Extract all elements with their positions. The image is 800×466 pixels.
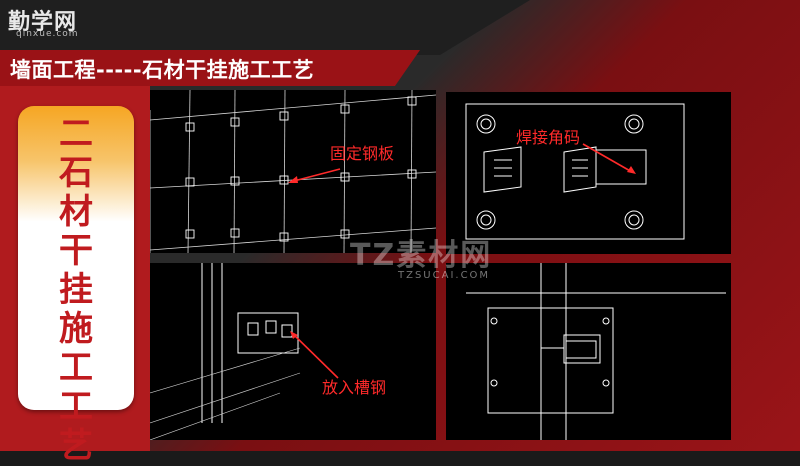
cad-drawing-brackets: [465, 103, 685, 240]
watermark-url: TZSUCAI.COM: [398, 270, 491, 281]
title-bar: [0, 50, 420, 86]
section-char: 干: [59, 231, 93, 271]
cad-panel-section-detail: [446, 263, 731, 440]
section-char: 二: [59, 114, 93, 154]
site-logo-url: qinxue.com: [16, 29, 79, 39]
header-dark-band: [0, 0, 800, 451]
slide-title: 墙面工程-----石材干挂施工工艺: [10, 58, 315, 82]
section-char: 挂: [59, 270, 93, 310]
section-char: 施: [59, 309, 93, 349]
label-insert-channel: 放入槽钢: [322, 378, 387, 397]
cad-drawing-section: [466, 263, 726, 440]
label-fixed-steel-plate: 固定钢板: [330, 144, 395, 163]
cad-panel-channel-steel: [150, 263, 436, 440]
section-char: 工: [59, 348, 93, 388]
label-welded-angle: 焊接角码: [516, 128, 581, 147]
section-char: 材: [59, 192, 93, 232]
cad-panel-steel-plates: [150, 90, 436, 253]
section-card: [18, 106, 134, 410]
cad-drawing-grid: [150, 90, 436, 253]
section-vertical-label: 二 石 材 干 挂 施 工 工 艺: [18, 115, 134, 466]
cad-panel-angle-brackets: [446, 92, 731, 254]
section-char: 工: [59, 387, 93, 427]
pointer-arrow: [582, 143, 633, 173]
section-char: 石: [59, 153, 93, 193]
pointer-arrow: [289, 168, 341, 183]
cad-drawing-channel: [150, 263, 339, 440]
watermark-logo: TZ素材网: [350, 238, 493, 273]
site-logo: 勤学网: [8, 10, 78, 35]
pointer-arrow: [291, 332, 339, 379]
section-char: 艺: [59, 426, 93, 466]
